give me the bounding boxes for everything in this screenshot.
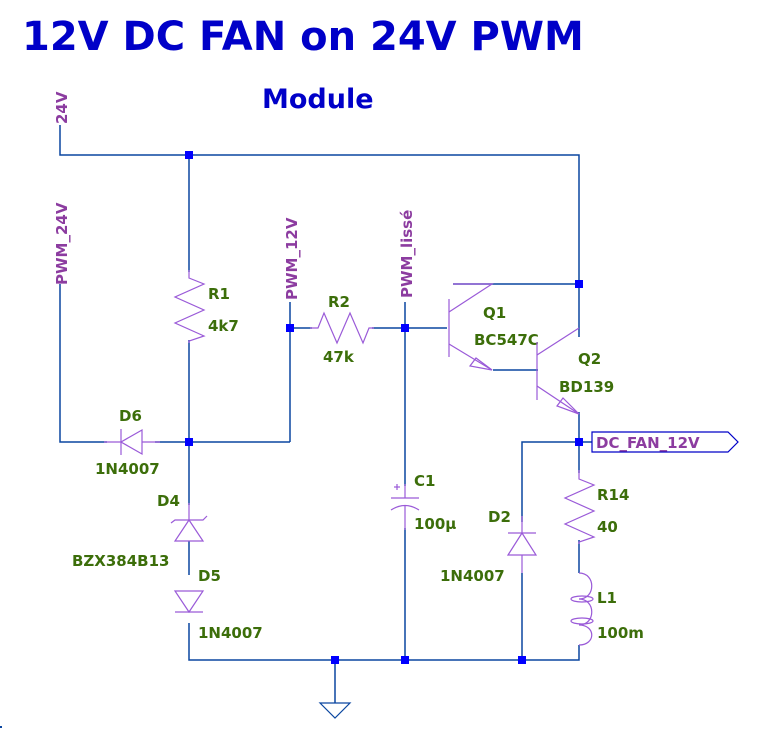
- net-label-pwm-24v: PWM_24V: [53, 202, 71, 285]
- wire-ground-rail: [188, 623, 580, 661]
- diode-triangle: [173, 590, 205, 614]
- diode-d2[interactable]: D2 1N4007: [440, 508, 538, 585]
- l1-value: 100m: [597, 624, 644, 642]
- transistor-arrow: [468, 357, 493, 371]
- diode-d5[interactable]: D5 1N4007: [173, 567, 263, 642]
- capacitor-c1[interactable]: C1 100µ: [390, 472, 456, 533]
- schematic-subtitle: Module: [262, 84, 374, 115]
- junction-node: [401, 656, 409, 664]
- ground-icon: [318, 702, 352, 719]
- d5-ref: D5: [198, 567, 221, 585]
- junction-node: [575, 280, 583, 288]
- resistor-symbol: [563, 470, 596, 544]
- inductor-loop: [570, 595, 594, 603]
- junction-node: [401, 324, 409, 332]
- junction-node: [185, 151, 193, 159]
- q2-ref: Q2: [578, 350, 601, 368]
- transistor-emitter: [448, 343, 493, 371]
- junctions: [185, 151, 583, 664]
- transistor-q2[interactable]: Q2 BD139: [536, 327, 614, 415]
- resistor-r2[interactable]: R2 47k: [310, 293, 374, 366]
- inductor-loop: [570, 617, 594, 625]
- inductor-l1[interactable]: L1 100m: [570, 572, 644, 646]
- c1-ref: C1: [414, 472, 435, 490]
- diode-d6[interactable]: D6 1N4007: [95, 407, 160, 478]
- resistor-symbol: [173, 270, 206, 343]
- transistor-collector: [448, 283, 495, 313]
- junction-node: [518, 656, 526, 664]
- c1-value: 100µ: [414, 515, 456, 533]
- d4-value: BZX384B13: [72, 552, 170, 570]
- r14-value: 40: [597, 518, 618, 536]
- resistor-r14[interactable]: R14 40: [563, 470, 629, 544]
- q1-ref: Q1: [483, 304, 506, 322]
- inductor-coil: [578, 572, 593, 646]
- junction-node: [331, 656, 339, 664]
- r14-ref: R14: [597, 486, 629, 504]
- d5-value: 1N4007: [198, 624, 263, 642]
- wire-24v-rail: [59, 125, 580, 284]
- d2-value: 1N4007: [440, 567, 505, 585]
- r1-value: 4k7: [208, 317, 239, 335]
- port-flag: [591, 431, 739, 453]
- schematic-title: 12V DC FAN on 24V PWM: [22, 14, 584, 60]
- d2-ref: D2: [488, 508, 511, 526]
- d6-ref: D6: [119, 407, 142, 425]
- net-label-pwm-12v: PWM_12V: [283, 217, 301, 300]
- r2-ref: R2: [328, 293, 350, 311]
- r1-ref: R1: [208, 285, 230, 303]
- net-label-dc-fan-12v: DC_FAN_12V: [596, 434, 700, 452]
- transistor-arrow: [556, 397, 580, 415]
- diode-triangle: [506, 531, 538, 556]
- zener-d4[interactable]: D4 BZX384B13: [72, 492, 208, 570]
- l1-ref: L1: [597, 589, 617, 607]
- q1-value: BC547C: [474, 331, 539, 349]
- wire-d2-top: [521, 441, 592, 522]
- junction-node: [185, 438, 193, 446]
- resistor-symbol: [310, 311, 374, 345]
- stray-marker: [0, 726, 2, 728]
- junction-node: [286, 324, 294, 332]
- resistor-r1[interactable]: R1 4k7: [173, 270, 239, 343]
- d6-value: 1N4007: [95, 460, 160, 478]
- net-label-pwm-lisse: PWM_lissé: [398, 210, 416, 298]
- transistor-emitter: [536, 385, 580, 415]
- diode-triangle: [173, 518, 205, 542]
- output-port-dc-fan-12v[interactable]: DC_FAN_12V: [591, 431, 739, 453]
- transistor-collector: [536, 327, 580, 356]
- diode-triangle: [119, 428, 143, 456]
- net-label-24v: 24V: [53, 91, 71, 124]
- transistor-q1[interactable]: Q1 BC547C: [448, 283, 539, 371]
- wire-pwm24: [59, 284, 107, 443]
- d4-ref: D4: [157, 492, 180, 510]
- junction-node: [575, 438, 583, 446]
- r2-value: 47k: [323, 348, 355, 366]
- q2-value: BD139: [559, 378, 614, 396]
